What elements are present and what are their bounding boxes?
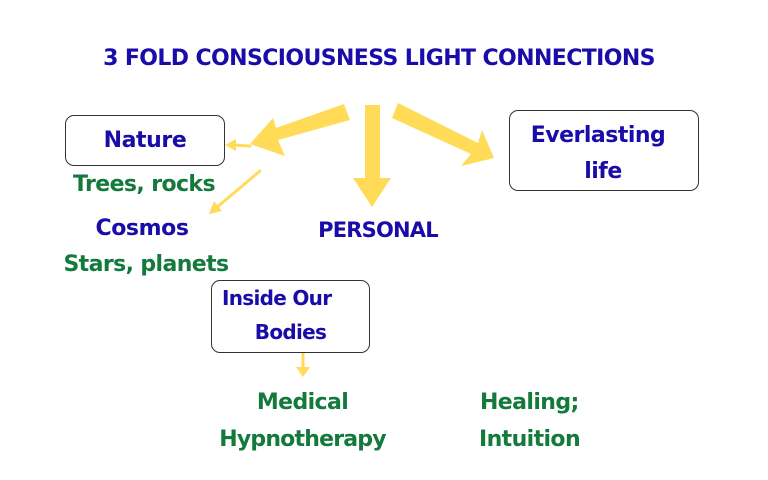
healing-line2: Intuition <box>479 427 581 452</box>
inside-bodies-line2: Bodies <box>254 320 327 344</box>
arrow-into-nature-box-head <box>225 139 236 151</box>
arrow-to-everlasting <box>392 103 494 166</box>
arrow-to-personal <box>353 105 391 207</box>
personal-label: PERSONAL <box>318 218 439 242</box>
arrow-to-cosmos-head <box>209 201 222 214</box>
nature-label: Nature <box>103 127 187 153</box>
arrow-into-nature-box <box>232 143 252 148</box>
everlasting-box: Everlasting life <box>509 110 699 191</box>
everlasting-line2: life <box>584 159 622 184</box>
medical-line2: Hypnotherapy <box>219 427 386 452</box>
healing-line1: Healing; <box>480 390 579 415</box>
medical-line1: Medical <box>256 390 349 415</box>
inside-bodies-box: Inside Our Bodies <box>211 280 370 353</box>
inside-bodies-line1: Inside Our <box>222 286 332 310</box>
arrow-to-cosmos <box>214 169 262 210</box>
arrow-to-medical-head <box>296 367 310 377</box>
everlasting-line1: Everlasting <box>530 123 666 148</box>
arrow-to-nature <box>250 104 350 156</box>
cosmos-label: Cosmos <box>95 216 189 241</box>
nature-detail: Trees, rocks <box>73 172 216 197</box>
cosmos-detail: Stars, planets <box>63 252 229 277</box>
nature-box: Nature <box>65 115 225 166</box>
diagram-title: 3 FOLD CONSCIOUSNESS LIGHT CONNECTIONS <box>103 46 655 71</box>
